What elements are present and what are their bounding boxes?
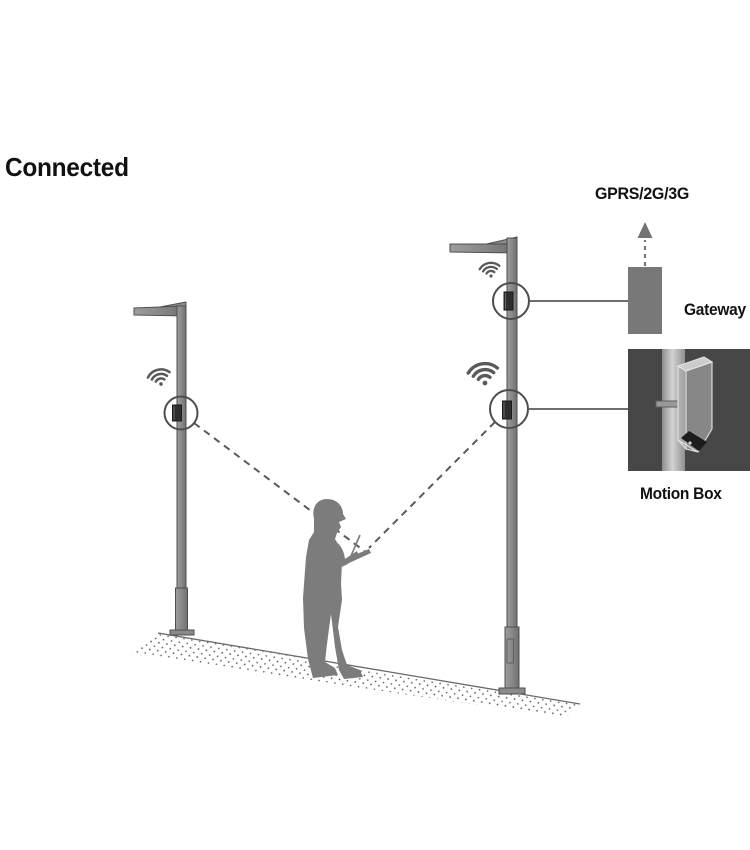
gateway-node <box>503 291 514 311</box>
wireless-link-dashed-lines <box>193 421 496 554</box>
worker-silhouette <box>303 499 371 679</box>
gateway-label: Gateway <box>684 301 746 319</box>
node-highlight-circle <box>163 395 199 431</box>
right-node-link-line <box>368 421 496 549</box>
pole-base-plate <box>498 687 526 695</box>
wifi-icon <box>145 365 174 390</box>
pole-access-panel <box>506 638 514 664</box>
arrow-up-icon <box>637 222 653 266</box>
motion-sensor-node <box>502 400 512 420</box>
left-node-link-line <box>193 422 368 554</box>
gateway-box <box>628 267 662 334</box>
page-title: Connected <box>5 152 129 182</box>
device-antenna <box>350 534 361 557</box>
network-type-label: GPRS/2G/3G <box>595 184 689 203</box>
motion-sensor-node <box>172 404 182 422</box>
handheld-device <box>335 549 371 568</box>
wifi-icon <box>477 260 503 281</box>
wifi-icon <box>465 359 502 390</box>
node-highlight-circle <box>492 282 530 320</box>
right-streetlight-pole <box>449 236 530 695</box>
left-streetlight-pole <box>133 301 199 636</box>
pole-base-plate <box>169 629 195 636</box>
motion-box-photo <box>628 349 750 471</box>
motion-box-label: Motion Box <box>640 485 722 503</box>
